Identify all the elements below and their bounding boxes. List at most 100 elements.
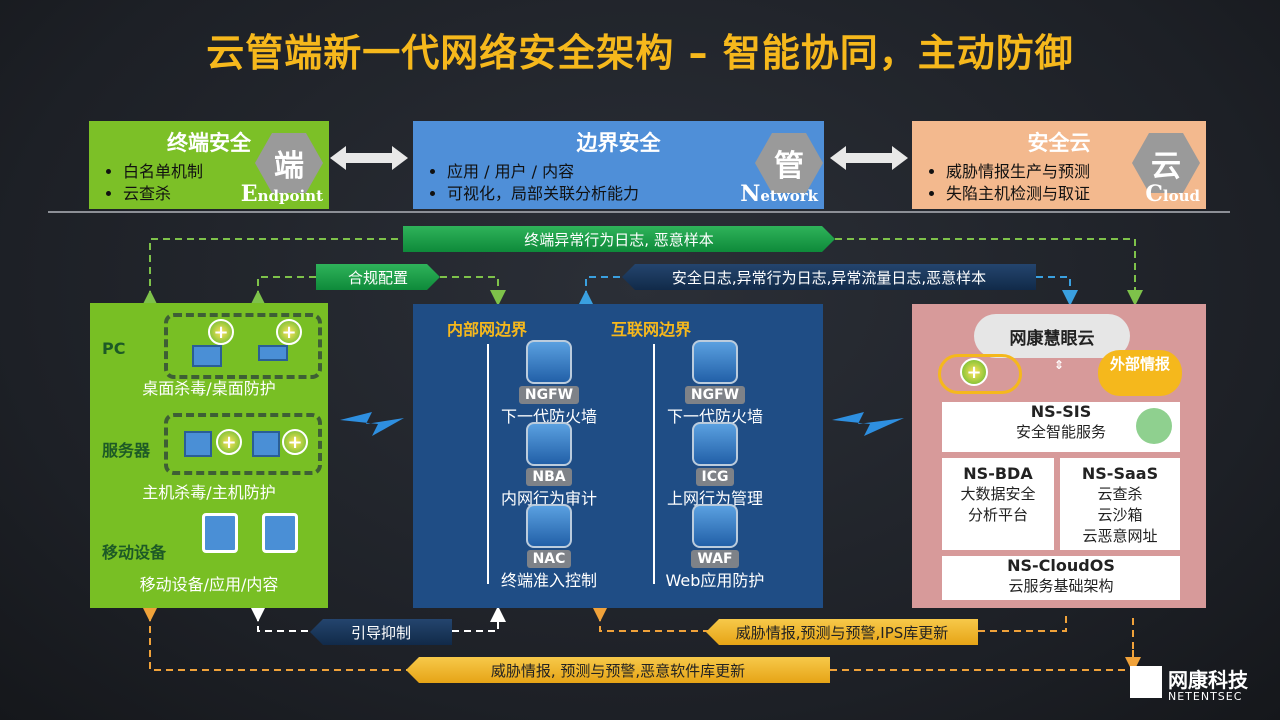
icg-item: ICG 上网行为管理 xyxy=(655,422,775,509)
nba-item: NBA 内网行为审计 xyxy=(489,422,609,509)
network-security-box: 边界安全 应用 / 用户 / 内容 可视化，局部关联分析能力 管 Network xyxy=(413,121,824,209)
company-name-en: NETENTSEC xyxy=(1168,690,1243,703)
pc-caption: 桌面杀毒/桌面防护 xyxy=(142,379,276,398)
antivirus-icon: + xyxy=(276,319,302,345)
ngfw-tag: NGFW xyxy=(684,386,746,404)
icg-tag: ICG xyxy=(695,468,735,486)
audit-icon xyxy=(526,422,572,466)
ngfw-caption: 下一代防火墙 xyxy=(500,407,597,426)
netentsec-cloud: 网康慧眼云 xyxy=(974,314,1130,358)
endpoint-security-box: 终端安全 白名单机制 云查杀 端 Endpoint xyxy=(89,121,329,209)
flow-compliance-config: 合规配置 xyxy=(316,264,440,290)
firewall-icon xyxy=(692,340,738,384)
waf-caption: Web应用防护 xyxy=(665,571,765,590)
endpoint-english-label: Endpoint xyxy=(240,181,323,207)
ngfw-inner-item: NGFW 下一代防火墙 xyxy=(489,340,609,427)
cloud-english-label: Cloud xyxy=(1145,181,1200,207)
access-control-icon xyxy=(526,504,572,548)
antivirus-icon: + xyxy=(216,429,242,455)
network-bullet: 应用 / 用户 / 内容 xyxy=(447,161,812,183)
mobile-device-icon xyxy=(202,513,238,553)
endpoint-bullet: 云查杀 xyxy=(123,183,317,205)
page-title: 云管端新一代网络安全架构 – 智能协同，主动防御 xyxy=(206,31,1074,75)
laptop-icon xyxy=(258,345,288,361)
brain-icon xyxy=(1136,408,1172,444)
ns-cloudos-title: NS-CloudOS xyxy=(1007,556,1115,575)
internet-boundary-label: 互联网边界 xyxy=(611,320,692,339)
divider-line xyxy=(48,211,1230,213)
firewall-icon xyxy=(526,340,572,384)
ns-cloudos-box: NS-CloudOS 云服务基础架构 xyxy=(942,556,1180,600)
ns-saas-box: NS-SaaS 云查杀 云沙箱 云恶意网址 xyxy=(1060,458,1180,550)
antivirus-icon: + xyxy=(208,319,234,345)
endpoint-hex-icon: 端 xyxy=(255,133,323,193)
ns-sis-title: NS-SIS xyxy=(1030,402,1092,421)
cloud-bullet: 失陷主机检测与取证 xyxy=(946,183,1194,205)
web-firewall-icon xyxy=(692,504,738,548)
endpoint-title: 终端安全 xyxy=(167,131,251,155)
cloud-title: 安全云 xyxy=(1027,131,1091,155)
endpoint-bullet: 白名单机制 xyxy=(123,161,317,183)
inner-boundary-label: 内部网边界 xyxy=(447,320,528,339)
pc-group: + + xyxy=(164,313,322,379)
ngfw-caption: 下一代防火墙 xyxy=(666,407,763,426)
server-label: 服务器 xyxy=(102,441,151,460)
nac-tag: NAC xyxy=(526,550,572,568)
external-intel: 外部情报 xyxy=(1098,350,1182,396)
ns-saas-line: 云查杀 xyxy=(1097,485,1143,503)
endpoint-panel: + + PC 桌面杀毒/桌面防护 + + 服务器 主机杀毒/主机防护 移动设备 … xyxy=(90,303,328,608)
boundary-panel: 内部网边界 互联网边界 NGFW 下一代防火墙 NBA 内网行为审计 NAC 终… xyxy=(413,304,823,608)
server-icon xyxy=(252,431,280,457)
server-caption: 主机杀毒/主机防护 xyxy=(142,483,276,502)
desktop-icon xyxy=(192,345,222,367)
cloud-outline xyxy=(938,354,1022,394)
waf-tag: WAF xyxy=(691,550,739,568)
flow-endpoint-logs: 终端异常行为日志, 恶意样本 xyxy=(403,226,835,252)
icg-caption: 上网行为管理 xyxy=(666,489,763,508)
ngfw-tag: NGFW xyxy=(518,386,580,404)
ns-bda-line: 分析平台 xyxy=(967,506,1028,524)
cloud-panel: 网康慧眼云 + ⇕ 外部情报 NS-SIS 安全智能服务 NS-BDA 大数据安… xyxy=(912,304,1206,608)
waf-item: WAF Web应用防护 xyxy=(655,504,775,591)
cloud-security-box: 安全云 威胁情报生产与预测 失陷主机检测与取证 云 Cloud xyxy=(912,121,1206,209)
nba-tag: NBA xyxy=(526,468,572,486)
ns-cloudos-subtitle: 云服务基础架构 xyxy=(1008,577,1114,595)
flow-threat-intel-malware: 威胁情报, 预测与预警,恶意软件库更新 xyxy=(406,657,830,683)
antivirus-icon: + xyxy=(282,429,308,455)
flow-security-logs: 安全日志,异常行为日志,异常流量日志,恶意样本 xyxy=(622,264,1036,290)
ns-saas-line: 云恶意网址 xyxy=(1082,527,1158,545)
inner-boundary-line xyxy=(487,344,489,584)
cloud-hex-icon: 云 xyxy=(1132,133,1200,193)
nba-caption: 内网行为审计 xyxy=(500,489,597,508)
mobile-caption: 移动设备/应用/内容 xyxy=(139,575,279,594)
mobile-label: 移动设备 xyxy=(102,543,167,562)
ns-sis-box: NS-SIS 安全智能服务 xyxy=(942,402,1180,452)
nac-caption: 终端准入控制 xyxy=(500,571,597,590)
ns-bda-box: NS-BDA 大数据安全 分析平台 xyxy=(942,458,1054,550)
endpoint-bullets: 白名单机制 云查杀 xyxy=(101,161,317,205)
network-english-label: Network xyxy=(740,181,818,207)
flow-guide-suppress: 引导抑制 xyxy=(310,619,452,645)
ns-bda-title: NS-BDA xyxy=(963,464,1033,483)
internet-boundary-line xyxy=(653,344,655,584)
gateway-icon xyxy=(692,422,738,466)
network-title: 边界安全 xyxy=(576,131,661,155)
ns-bda-line: 大数据安全 xyxy=(960,485,1036,503)
ngfw-outer-item: NGFW 下一代防火墙 xyxy=(655,340,775,427)
ns-sis-subtitle: 安全智能服务 xyxy=(1015,423,1106,441)
ns-saas-title: NS-SaaS xyxy=(1081,464,1159,483)
flow-threat-intel-ips: 威胁情报,预测与预警,IPS库更新 xyxy=(706,619,978,645)
network-bullet: 可视化，局部关联分析能力 xyxy=(447,183,812,205)
exchange-arrow-icon: ⇕ xyxy=(1054,358,1065,372)
cloud-bullet: 威胁情报生产与预测 xyxy=(946,161,1194,183)
network-bullets: 应用 / 用户 / 内容 可视化，局部关联分析能力 xyxy=(425,161,812,205)
mobile-device-icon xyxy=(262,513,298,553)
ns-saas-line: 云沙箱 xyxy=(1097,506,1143,524)
nac-item: NAC 终端准入控制 xyxy=(489,504,609,591)
company-name: 网康科技 xyxy=(1168,668,1248,692)
server-icon xyxy=(184,431,212,457)
antivirus-icon: + xyxy=(960,358,988,386)
pc-label: PC xyxy=(102,339,126,358)
server-group: + + xyxy=(164,413,322,475)
cloud-bullets: 威胁情报生产与预测 失陷主机检测与取证 xyxy=(924,161,1194,205)
